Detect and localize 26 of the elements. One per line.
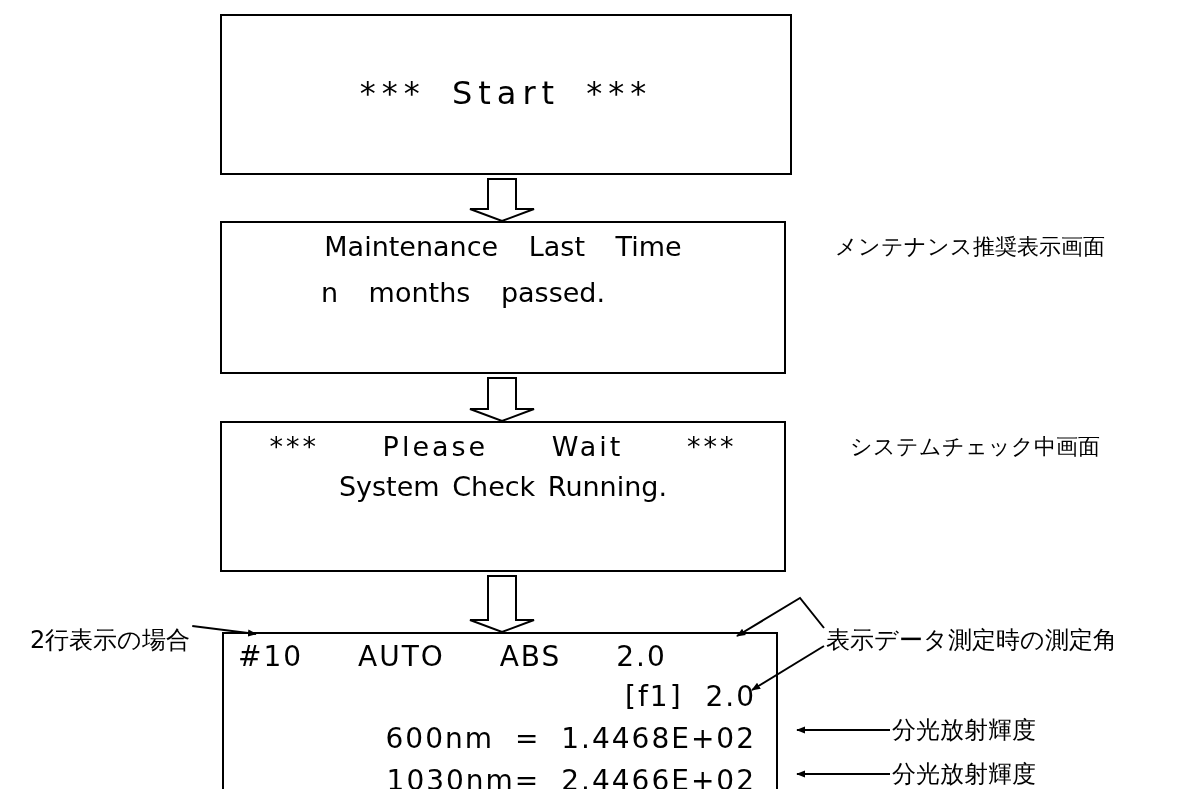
- annotation-text: 表示データ測定時の測定角: [826, 624, 1117, 656]
- leader-arrow: [191, 625, 257, 637]
- display-screen: [222, 632, 778, 789]
- display-screen: [220, 221, 786, 374]
- display-text: #10 AUTO ABS 2.0: [238, 640, 668, 673]
- annotation-text: 分光放射輝度: [892, 714, 1036, 746]
- block-arrow: [469, 377, 535, 423]
- screen-caption: メンテナンス推奨表示画面: [835, 233, 1105, 261]
- leader-arrow: [751, 645, 825, 691]
- block-arrow: [469, 178, 535, 223]
- screen-caption: システムチェック中画面: [850, 433, 1100, 461]
- display-screen: [220, 14, 792, 175]
- display-text: n months passed.: [319, 277, 607, 308]
- display-text: System Check Running.: [337, 471, 669, 502]
- display-text: *** Please Wait ***: [268, 431, 738, 462]
- display-text: 600nm = 1.4468E+02: [384, 722, 756, 755]
- annotation-text: 2行表示の場合: [30, 624, 191, 656]
- display-text: [f1] 2.0: [624, 680, 756, 713]
- display-text: *** Start ***: [358, 74, 654, 112]
- display-text: Maintenance Last Time: [323, 231, 683, 262]
- leader-arrow: [796, 770, 891, 778]
- leader-arrow: [796, 726, 891, 734]
- block-arrow: [469, 575, 535, 634]
- display-screen: [220, 421, 786, 572]
- annotation-text: 分光放射輝度: [892, 758, 1036, 789]
- leader-arrow: [736, 596, 825, 637]
